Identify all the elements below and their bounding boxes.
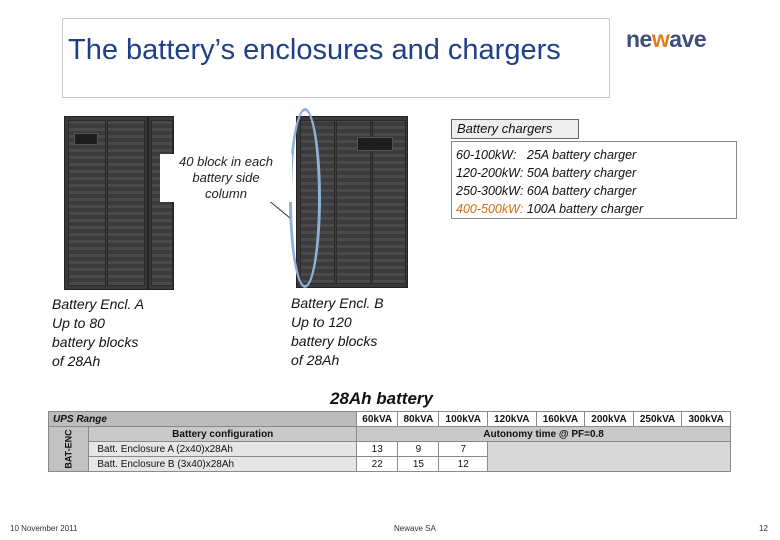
table-cell: 22 xyxy=(356,456,399,472)
newave-logo: newave xyxy=(626,26,707,52)
charger-line: 400-500kW: 100A battery charger xyxy=(456,202,644,216)
footer-page-number: 12 xyxy=(759,524,768,533)
enclosure-a-label: Battery Encl. A Up to 80 battery blocks … xyxy=(52,296,145,369)
charger-line: 60-100kW: 25A battery charger xyxy=(456,148,637,162)
col-header: 160kVA xyxy=(535,411,586,427)
row-label: Batt. Enclosure B (3x40)x28Ah xyxy=(88,456,358,472)
empty-cells xyxy=(487,441,731,472)
table-subheader-row: BAT-ENC Battery configuration Autonomy t… xyxy=(47,426,731,472)
table-row: Batt. Enclosure A (2x40)x28Ah 13 9 7 xyxy=(49,441,731,472)
table-cell: 9 xyxy=(397,441,440,457)
col-header: 300kVA xyxy=(681,411,731,427)
col-header: 80kVA xyxy=(397,411,440,427)
footer-date: 10 November 2011 xyxy=(10,524,78,533)
battery-config-header: Battery configuration xyxy=(88,426,358,442)
battery-enclosure-a-image xyxy=(64,116,148,290)
ups-range-header: UPS Range xyxy=(47,411,358,427)
row-label: Batt. Enclosure A (2x40)x28Ah xyxy=(88,441,358,457)
battery-enclosure-a-side-image xyxy=(148,116,174,290)
table-cell: 7 xyxy=(438,441,489,457)
bat-enc-side-label: BAT-ENC xyxy=(47,426,90,472)
table-cell: 13 xyxy=(356,441,399,457)
footer-company: Newave SA xyxy=(394,524,436,533)
battery-chargers-list: 60-100kW: 25A battery charger 120-200kW:… xyxy=(451,141,737,219)
col-header: 100kVA xyxy=(438,411,489,427)
slide-title: The battery’s enclosures and chargers xyxy=(68,34,561,66)
charger-line: 250-300kW: 60A battery charger xyxy=(456,184,637,198)
table-cell: 15 xyxy=(397,456,440,472)
table-title: 28Ah battery xyxy=(330,389,433,408)
col-header: 120kVA xyxy=(487,411,537,427)
col-header: 250kVA xyxy=(632,411,683,427)
table-cell: 12 xyxy=(438,456,489,472)
table-header-row: UPS Range 60kVA 80kVA 100kVA 120kVA 160k… xyxy=(47,411,731,427)
autonomy-table: UPS Range 60kVA 80kVA 100kVA 120kVA 160k… xyxy=(47,411,731,472)
battery-chargers-tag: Battery chargers xyxy=(451,119,579,139)
autonomy-header: Autonomy time @ PF=0.8 xyxy=(356,426,731,442)
column-callout: 40 block in each battery side column xyxy=(160,154,292,202)
col-header: 200kVA xyxy=(584,411,634,427)
charger-line: 120-200kW: 50A battery charger xyxy=(456,166,637,180)
table-row: Batt. Enclosure B (3x40)x28Ah 22 15 12 xyxy=(49,456,731,472)
col-header: 60kVA xyxy=(356,411,399,427)
title-frame xyxy=(62,18,610,98)
enclosure-b-label: Battery Encl. B Up to 120 battery blocks… xyxy=(291,295,384,368)
